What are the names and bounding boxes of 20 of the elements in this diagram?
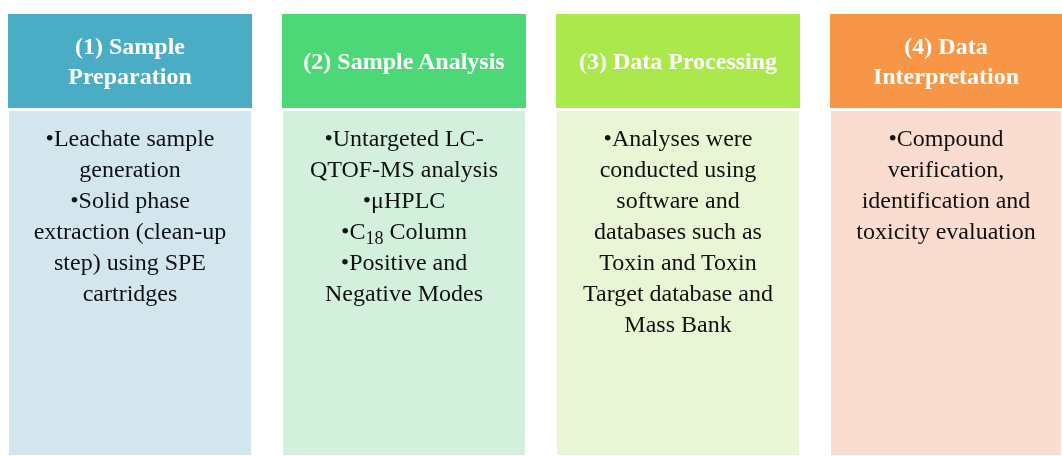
- bullet-text: •Solid phase extraction (clean-up step) using SPE cartridges: [32, 186, 228, 308]
- column-body: [556, 110, 800, 456]
- header-title: (2) Sample Analysis: [303, 47, 505, 76]
- bullet-text: •Positive and Negative Modes: [324, 248, 484, 308]
- bullet-text: •Untargeted LC-QTOF-MS analysis: [308, 124, 500, 184]
- bullet-text: •C$_{18}$ Column: [341, 217, 467, 247]
- column-header: [830, 14, 1062, 108]
- bullet-text: •μHPLC: [362, 186, 446, 215]
- header-title: (4) Data Interpretation: [871, 32, 1021, 91]
- column-header: [556, 14, 800, 108]
- header-title: (1) Sample Preparation: [67, 32, 193, 91]
- column-header: [8, 14, 252, 108]
- column-body: [8, 110, 252, 456]
- header-title: (3) Data Processing: [578, 47, 778, 76]
- column-header: [282, 14, 526, 108]
- column-body: [830, 110, 1062, 456]
- column-body: [282, 110, 526, 456]
- bullet-text: •Leachate sample generation: [44, 124, 216, 184]
- bullet-text: •Analyses were conducted using software and databases such as Toxin and Toxin Target database and Mass Bank: [582, 124, 774, 339]
- bullet-text: •Compound verification, identification and toxicity evaluation: [855, 124, 1037, 246]
